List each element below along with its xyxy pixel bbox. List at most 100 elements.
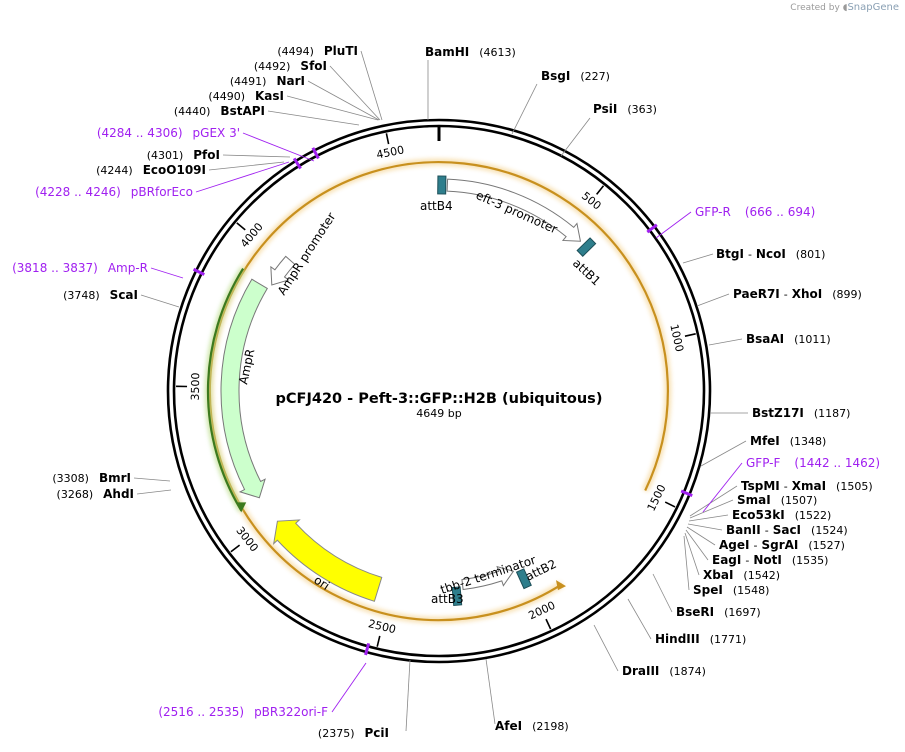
orf-orange-arc[interactable] [208,161,669,622]
snapgene-credit: Created by ◖SnapGene [790,2,899,13]
site-label-pcii[interactable]: (2375)PciI [318,726,389,740]
primer-label[interactable]: GFP-F(1442 .. 1462) [746,456,880,470]
tick-mark [684,333,696,337]
site-label-bamhi[interactable]: BamHI(4613) [425,45,516,59]
site-leader-line [405,659,411,732]
primer-leader-line [242,132,315,162]
site-label-bstapi[interactable]: (4440)BstAPI [174,104,265,118]
site-label-pfoi[interactable]: (4301)PfoI [147,148,220,162]
site-label-xbai[interactable]: XbaI(1542) [703,568,780,582]
primer-mark [292,157,302,170]
primer-leader-line [195,161,290,193]
primer-mark [646,223,658,234]
site-label-agei[interactable]: AgeI-SgrAI(1527) [719,538,845,552]
site-label-psii[interactable]: PsiI(363) [593,102,657,116]
site-leader-line [696,293,730,307]
feature-label-attb3[interactable]: attB3 [431,592,464,606]
feature-eft3-promoter[interactable] [446,178,582,242]
primer-marks [192,147,693,656]
feature-attb4[interactable] [437,175,447,195]
primer-mark [311,147,320,160]
site-label-btgi[interactable]: BtgI-NcoI(801) [716,247,825,261]
site-label-bmri[interactable]: (3308)BmrI [52,471,131,485]
feature-tbb2-terminator[interactable] [461,565,515,591]
site-label-ahdi[interactable]: (3268)AhdI [57,487,134,501]
feature-ampr-promoter[interactable] [270,255,296,286]
site-label-mfei[interactable]: MfeI(1348) [750,434,826,448]
primer-label[interactable]: (4228 .. 4246)pBRforEco [35,185,193,199]
orf-green-head [236,502,247,513]
site-label-tspmi[interactable]: TspMI-XmaI(1505) [741,479,873,493]
site-label-draiii[interactable]: DraIII(1874) [622,664,706,678]
feature-layer [220,175,597,607]
tick-label: 2500 [367,617,397,636]
site-label-bseri[interactable]: BseRI(1697) [676,605,761,619]
primer-label[interactable]: (2516 .. 2535)pBR322ori-F [158,705,328,719]
site-leader-line [687,523,723,531]
feature-label-attb1[interactable]: attB1 [570,256,603,288]
site-leader-line [133,477,171,482]
site-label-bstz17i[interactable]: BstZ17I(1187) [752,406,850,420]
site-label-banii[interactable]: BanII-SacI(1524) [726,523,848,537]
site-leader-line [682,253,714,264]
tick-mark [236,222,246,231]
primer-label[interactable]: (3818 .. 3837)Amp-R [12,261,148,275]
site-label-hindiii[interactable]: HindIII(1771) [655,632,746,646]
site-leader-line [683,535,690,591]
primer-leader-line [150,267,184,279]
site-leader-line [688,514,729,522]
tick-mark [230,544,241,553]
site-label-paer7i[interactable]: PaeR7I-XhoI(899) [733,287,862,301]
site-label-pluti[interactable]: (4494)PluTI [277,44,358,58]
site-label-bsgi[interactable]: BsgI(227) [541,69,610,83]
feature-label-attb4[interactable]: attB4 [420,199,453,213]
site-label-ecoo109i[interactable]: (4244)EcoO109I [96,163,206,177]
site-leader-line [652,573,673,613]
site-label-bsaai[interactable]: BsaAI(1011) [746,332,831,346]
credit-brand: SnapGene [847,2,899,13]
site-label-afei[interactable]: AfeI(2198) [495,719,569,733]
primer-mark [364,642,371,656]
credit-prefix: Created by [790,3,840,13]
primer-leader-line [702,462,743,513]
site-leader-line [485,658,496,725]
orf-orange-head [555,580,566,591]
tick-mark [664,501,676,508]
primer-label[interactable]: (4284 .. 4306)pGEX 3' [97,126,240,140]
site-label-kasi[interactable]: (4490)KasI [208,89,284,103]
site-leader-line [222,154,291,158]
feature-ampr[interactable] [220,278,268,499]
tick-label: 1000 [667,323,686,353]
site-label-nari[interactable]: (4491)NarI [230,74,305,88]
site-leader-line [685,529,709,561]
site-leader-line [708,338,743,346]
site-leader-line [136,489,172,495]
site-label-sfoi[interactable]: (4492)SfoI [254,59,327,73]
site-leader-line [307,80,380,121]
site-label-eco53ki[interactable]: Eco53kI(1522) [732,508,831,522]
feature-attb1[interactable] [576,237,597,257]
site-label-smai[interactable]: SmaI(1507) [737,493,817,507]
backbone-inner-ring [172,124,706,658]
site-leader-line [140,294,180,308]
plasmid-title: pCFJ420 - Peft-3::GFP::H2B (ubiquitous) [276,391,603,407]
primer-mark [192,267,205,276]
feature-attb3[interactable] [451,586,463,607]
feature-attb2[interactable] [515,568,532,590]
tick-label: 3500 [189,372,202,400]
primer-label[interactable]: GFP-R(666 .. 694) [695,205,815,219]
primer-leader-line [655,211,692,239]
site-label-scai[interactable]: (3748)ScaI [63,288,138,302]
site-leader-line [689,485,738,517]
primer-mark [680,489,693,497]
orf-green-arc[interactable] [206,268,245,511]
feature-ori[interactable] [272,519,383,602]
site-label-spei[interactable]: SpeI(1548) [693,583,769,597]
tick-mark [545,618,552,630]
snapgene-logo-icon: ◖ [842,3,848,13]
site-leader-line [560,117,591,157]
orf-arcs [204,158,672,624]
primer-leader-line [331,662,367,713]
site-label-eagi[interactable]: EagI-NotI(1535) [712,553,828,567]
